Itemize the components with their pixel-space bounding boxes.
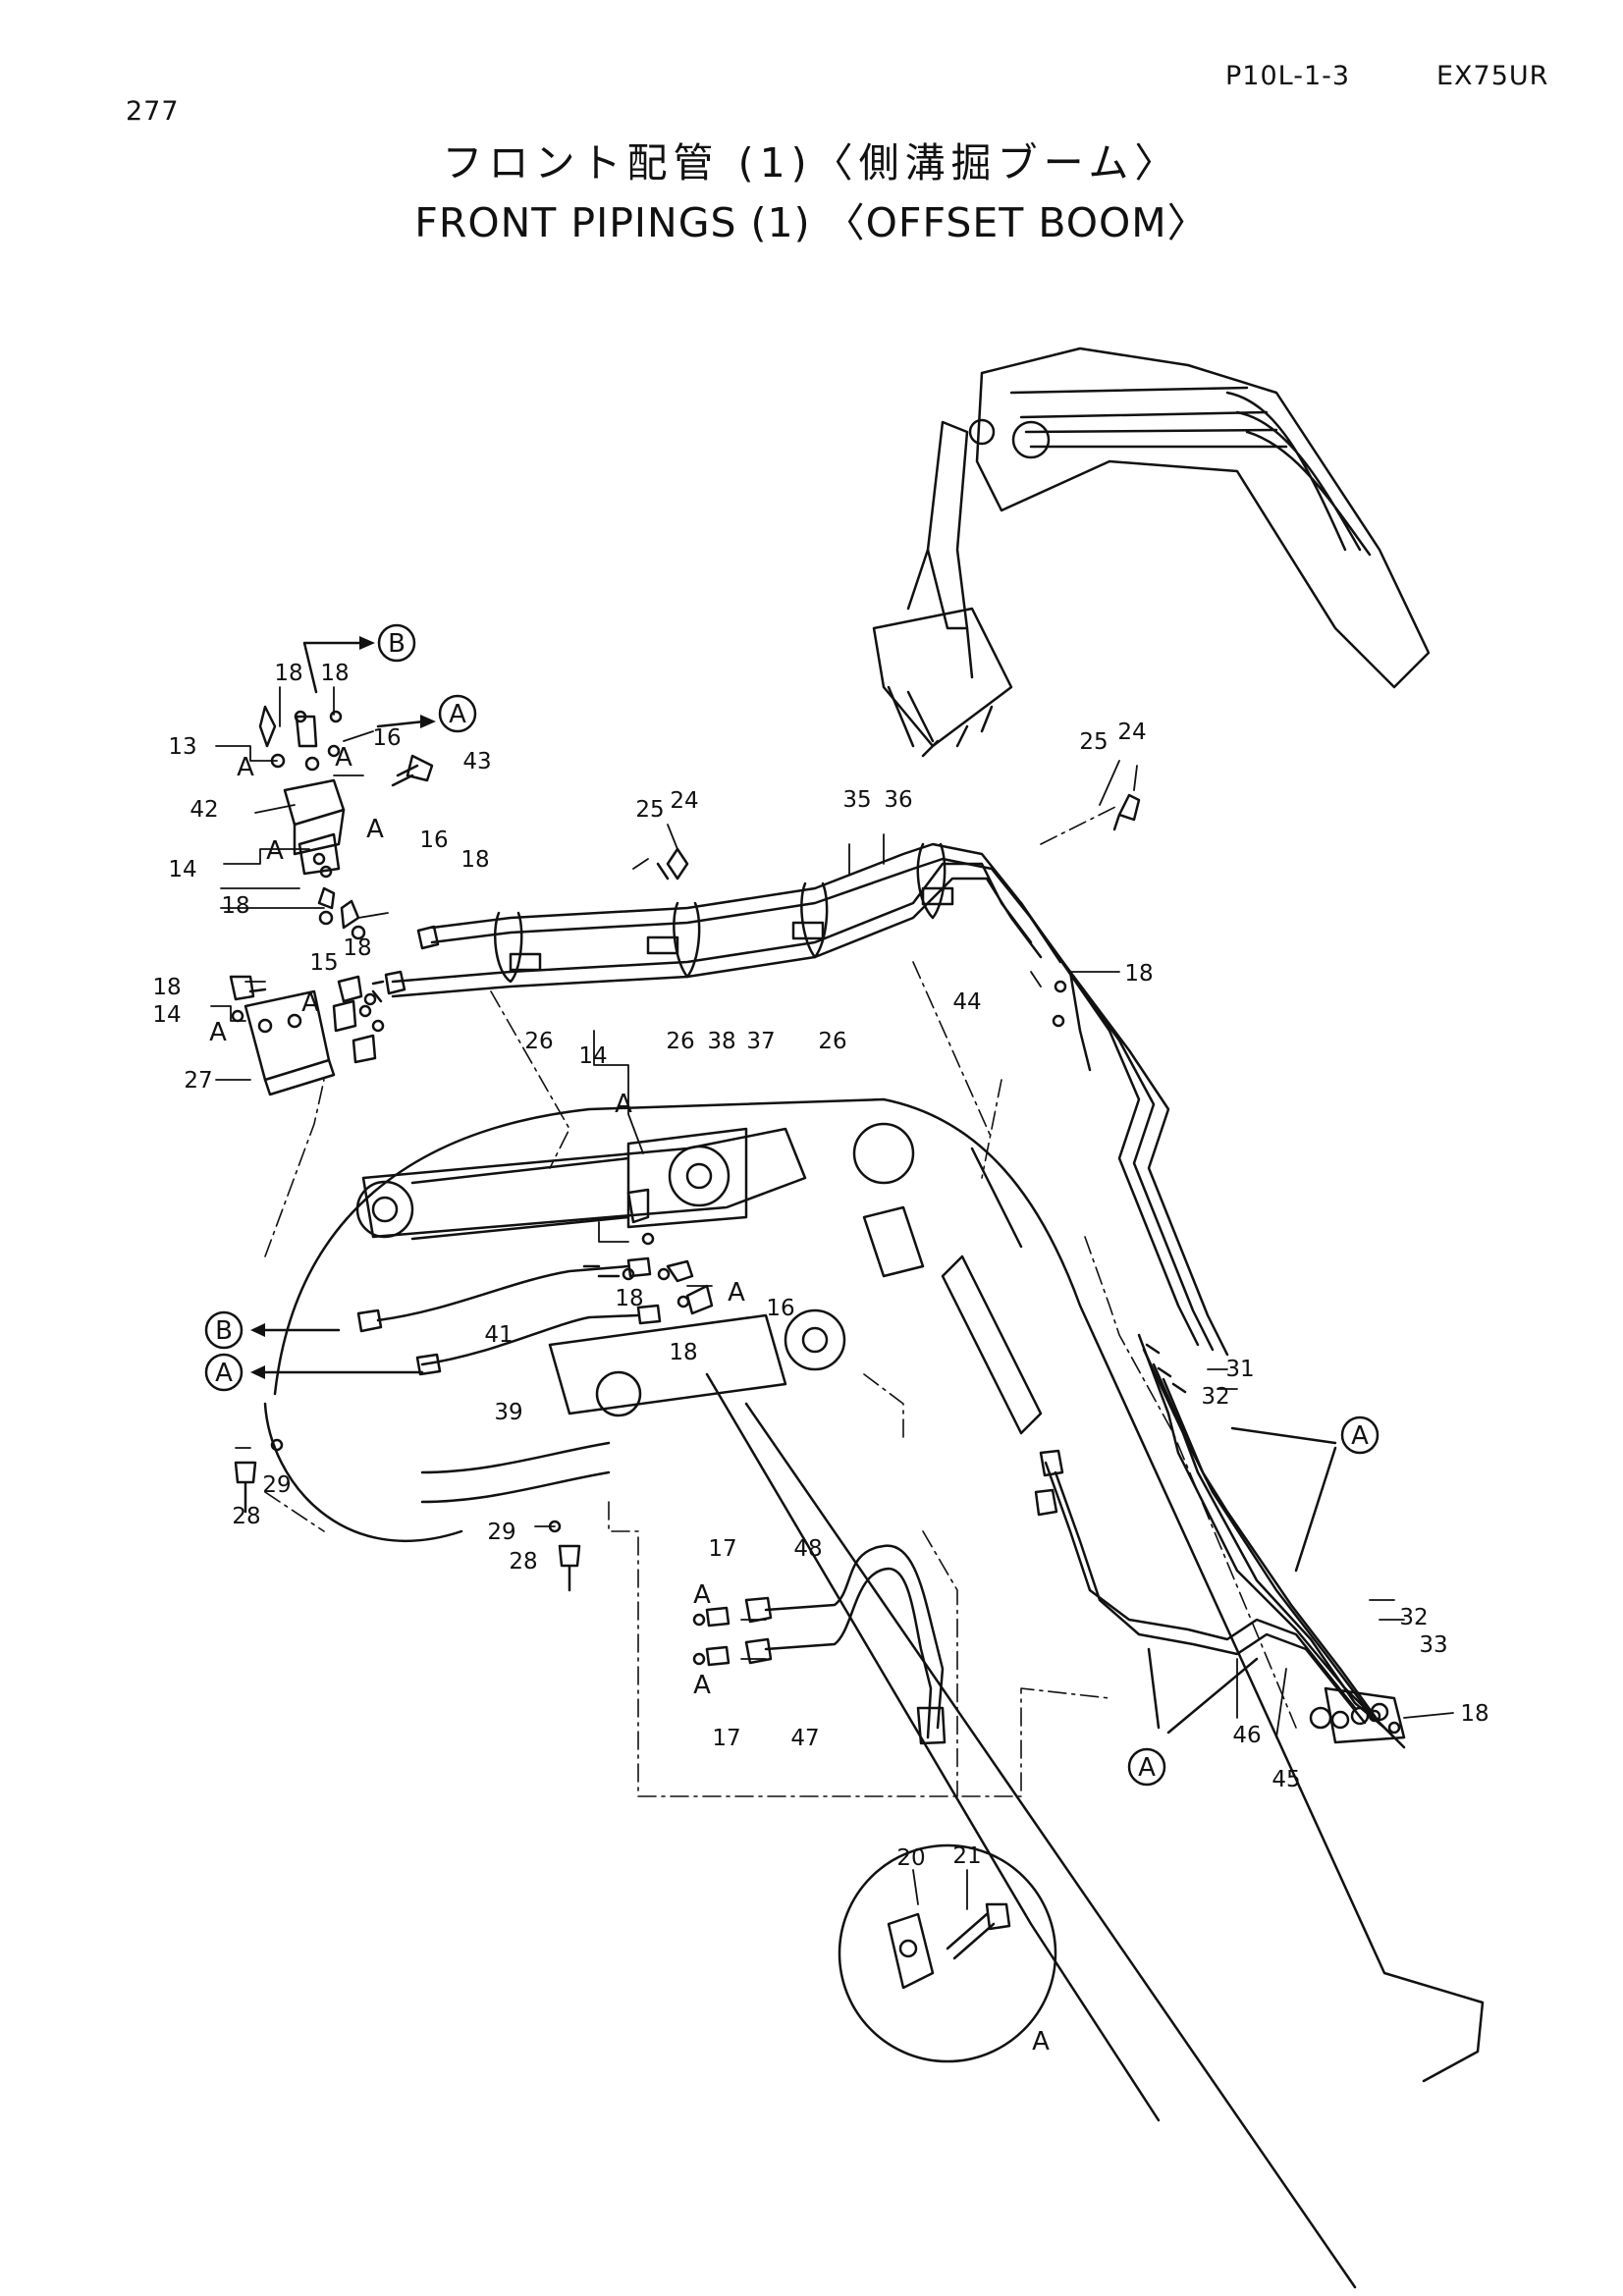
part-label-36: 36 [884,787,912,813]
part-label-43: 43 [462,749,491,774]
callout-a: A [301,988,319,1018]
part-label-13: 13 [168,734,196,760]
part-label-14: 14 [578,1043,607,1069]
callout-a: A [209,1018,227,1047]
arrowheads [250,636,436,1379]
title-japanese: フロント配管 (1)〈側溝掘ブーム〉 [442,139,1181,187]
part-label-16: 16 [766,1296,794,1321]
boom-cylinders [355,1122,1043,1504]
callout-a-top: A [449,700,466,729]
part-label-24: 24 [670,788,698,814]
page-number: 277 [126,96,180,127]
part-label-26: 26 [818,1029,846,1054]
part-label-27: 27 [184,1068,212,1094]
title-english: FRONT PIPINGS (1) 〈OFFSET BOOM〉 [414,199,1209,246]
detail-a-label: A [1032,2027,1050,2056]
part-label-39: 39 [494,1400,522,1425]
part-label-18: 18 [343,935,371,961]
callout-a: A [728,1278,745,1308]
valve-block-lower [229,975,377,1096]
part-label-35: 35 [842,787,871,813]
part-label-18: 18 [221,893,249,919]
part-label-46: 46 [1232,1723,1261,1748]
bolts [234,754,1141,1592]
part-label-37: 37 [746,1029,775,1054]
part-label-28: 28 [232,1504,260,1529]
detail-a-circle [838,1843,1057,2063]
callout-a: A [693,1580,711,1610]
callout-a: A [366,815,384,844]
callout-a-bottom: A [1138,1753,1156,1783]
part-label-24: 24 [1117,720,1146,745]
part-label-45: 45 [1271,1767,1300,1792]
callout-a-left: A [215,1359,233,1388]
part-label-33: 33 [1419,1632,1447,1658]
callout-arrows [258,641,1337,1735]
part-label-14: 14 [168,857,196,882]
part-label-31: 31 [1225,1357,1254,1382]
callout-a: A [335,743,352,773]
part-label-17: 17 [708,1536,736,1562]
callout-b-left: B [215,1316,233,1346]
part-label-28: 28 [509,1549,537,1575]
part-label-26: 26 [666,1029,694,1054]
pipe-lower-47-48 [692,1544,947,1745]
overview-excavator-sketch [872,347,1431,758]
callout-a-right: A [1351,1421,1369,1451]
part-label-14: 14 [152,1002,181,1028]
callout-b-top: B [388,629,406,659]
part-label-25: 25 [1079,729,1108,755]
model-code: EX75UR [1436,61,1549,91]
part-label-47: 47 [790,1726,819,1751]
part-label-18: 18 [615,1286,643,1311]
part-label-29: 29 [262,1472,291,1498]
o-rings [294,710,1401,1735]
callout-a: A [266,836,284,866]
callout-a: A [693,1671,711,1700]
outline-leaders [264,804,1297,1797]
part-label-21: 21 [952,1843,981,1869]
part-label-32: 32 [1399,1605,1428,1630]
part-label-18: 18 [1460,1701,1488,1727]
part-label-42: 42 [189,797,218,823]
pipe-clamps [493,842,954,984]
callout-a: A [615,1090,632,1119]
part-label-18: 18 [274,661,302,686]
part-label-20: 20 [896,1845,925,1871]
part-label-29: 29 [487,1520,515,1545]
leader-lines [210,686,1454,1910]
part-label-38: 38 [707,1029,735,1054]
part-label-48: 48 [793,1536,822,1562]
boom-outline [263,1097,1485,2289]
part-label-25: 25 [635,797,664,823]
part-label-17: 17 [712,1726,740,1751]
part-label-26: 26 [524,1029,553,1054]
valve-block-upper [258,705,366,940]
part-label-15: 15 [309,950,338,976]
part-label-18: 18 [460,847,489,873]
pipe-lower-middle [356,1188,714,1376]
part-label-41: 41 [484,1322,513,1348]
part-label-32: 32 [1201,1384,1229,1410]
part-label-16: 16 [372,725,401,751]
pipe-bundle-upper [371,842,1229,1357]
callout-a: A [237,753,254,782]
part-label-16: 16 [419,828,448,853]
sheet-code: P10L-1-3 [1225,61,1351,91]
part-label-18: 18 [1124,961,1153,987]
part-label-44: 44 [952,989,981,1015]
part-label-18: 18 [152,975,181,1000]
callout-circles [204,623,1380,1787]
part-label-18: 18 [669,1340,697,1365]
part-label-18: 18 [320,661,349,686]
